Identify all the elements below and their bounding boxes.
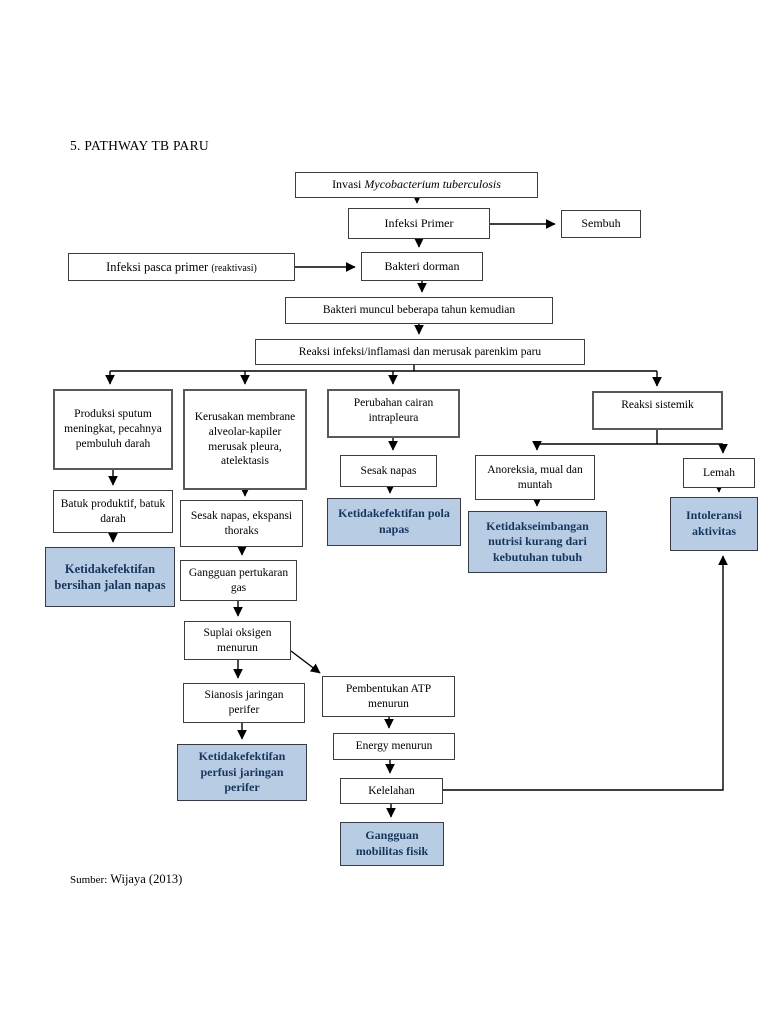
- node-batuk-produktif: Batuk produktif, batuk darah: [53, 490, 173, 533]
- node-anoreksia-mual-muntah: Anoreksia, mual dan muntah: [475, 455, 595, 500]
- node-reaksi-sistemik: Reaksi sistemik: [592, 391, 723, 430]
- node-pasca-primer-main: Infeksi pasca primer: [106, 259, 209, 274]
- node-gangguan-mobilitas-fisik: Gangguan mobilitas fisik: [340, 822, 444, 866]
- node-sembuh: Sembuh: [561, 210, 641, 238]
- node-sesak-napas: Sesak napas: [340, 455, 437, 487]
- node-kelelahan: Kelelahan: [340, 778, 443, 804]
- node-intoleransi-aktivitas: Intoleransi aktivitas: [670, 497, 758, 551]
- source-value: Wijaya (2013): [110, 872, 183, 886]
- source-citation: Sumber: Wijaya (2013): [70, 872, 182, 887]
- node-ketidakseimbangan-nutrisi: Ketidakseimbangan nutrisi kurang dari ke…: [468, 511, 607, 573]
- node-sesak-napas-ekspansi: Sesak napas, ekspansi thoraks: [180, 500, 303, 547]
- node-gangguan-pertukaran-gas: Gangguan pertukaran gas: [180, 560, 297, 601]
- node-bakteri-dorman: Bakteri dorman: [361, 252, 483, 281]
- node-reaksi-infeksi: Reaksi infeksi/inflamasi dan merusak par…: [255, 339, 585, 365]
- source-label: Sumber:: [70, 874, 108, 886]
- node-ketidakefektifan-bersihan-jalan-napas: Ketidakefektifan bersihan jalan napas: [45, 547, 175, 607]
- node-invasi-prefix: Invasi: [332, 177, 362, 192]
- node-produksi-sputum: Produksi sputum meningkat, pecahnya pemb…: [53, 389, 173, 470]
- node-sianosis-jaringan-perifer: Sianosis jaringan perifer: [183, 683, 305, 723]
- node-ketidakefektifan-pola-napas: Ketidakefektifan pola napas: [327, 498, 461, 546]
- node-infeksi-primer: Infeksi Primer: [348, 208, 490, 239]
- node-energy-menurun: Energy menurun: [333, 733, 455, 760]
- node-lemah: Lemah: [683, 458, 755, 488]
- node-bakteri-muncul: Bakteri muncul beberapa tahun kemudian: [285, 297, 553, 324]
- node-ketidakefektifan-perfusi-jaringan-perifer: Ketidakefektifan perfusi jaringan perife…: [177, 744, 307, 801]
- node-infeksi-pasca-primer: Infeksi pasca primer (reaktivasi): [68, 253, 295, 281]
- page-title: 5. PATHWAY TB PARU: [70, 138, 209, 153]
- node-suplai-oksigen: Suplai oksigen menurun: [184, 621, 291, 660]
- node-pasca-primer-note: (reaktivasi): [211, 262, 257, 274]
- node-invasi-mycobacterium: Invasi Mycobacterium tuberculosis: [295, 172, 538, 198]
- node-invasi-species: Mycobacterium tuberculosis: [364, 177, 501, 192]
- node-kerusakan-membrane: Kerusakan membrane alveolar-kapiler meru…: [183, 389, 307, 490]
- node-pembentukan-atp: Pembentukan ATP menurun: [322, 676, 455, 717]
- node-perubahan-cairan: Perubahan cairan intrapleura: [327, 389, 460, 438]
